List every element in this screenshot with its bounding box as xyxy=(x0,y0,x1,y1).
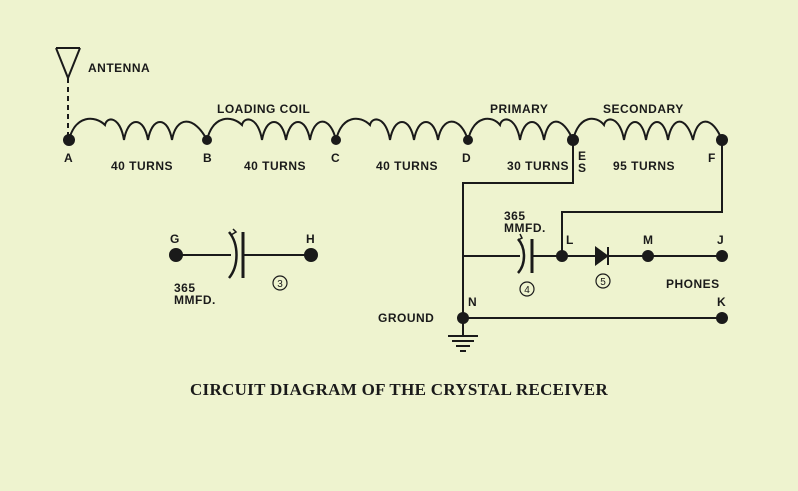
node-m-label: M xyxy=(643,233,654,247)
marker-4-circle xyxy=(519,281,535,297)
node-k-dot xyxy=(716,312,728,324)
antenna-label: ANTENNA xyxy=(88,61,150,75)
node-h-dot xyxy=(304,248,318,262)
node-n-dot xyxy=(457,312,469,324)
node-j-label: J xyxy=(717,233,724,247)
node-j-dot xyxy=(716,250,728,262)
coil-ab xyxy=(68,117,208,141)
node-c-label: C xyxy=(331,151,340,165)
loading-coil-label: LOADING COIL xyxy=(217,102,310,116)
diagram-caption: CIRCUIT DIAGRAM OF THE CRYSTAL RECEIVER xyxy=(189,380,609,399)
ground-label: GROUND xyxy=(378,311,434,325)
node-f-label: F xyxy=(708,151,716,165)
crystal-diode xyxy=(595,246,609,266)
node-f-dot xyxy=(716,134,728,146)
capacitor-3 xyxy=(227,228,245,279)
wire-f-to-l xyxy=(561,140,723,256)
marker-3-label: 3 xyxy=(277,279,283,290)
node-k-label: K xyxy=(717,295,726,309)
marker-5-circle xyxy=(595,273,611,289)
node-l-dot xyxy=(556,250,568,262)
coil-ab-turns: 40 TURNS xyxy=(111,159,173,173)
node-g-label: G xyxy=(170,232,180,246)
cap4-value: 365 xyxy=(504,209,526,223)
capacitor-4 xyxy=(517,233,534,274)
node-a-label: A xyxy=(64,151,73,165)
secondary-label: SECONDARY xyxy=(603,102,684,116)
node-a-dot xyxy=(63,134,75,146)
node-h-label: H xyxy=(306,232,315,246)
node-g-dot xyxy=(169,248,183,262)
coil-bc-turns: 40 TURNS xyxy=(244,159,306,173)
marker-5-label: 5 xyxy=(600,277,606,288)
coil-ef xyxy=(572,117,723,141)
node-b-label: B xyxy=(203,151,212,165)
antenna-symbol xyxy=(55,47,81,140)
cap3-value: 365 xyxy=(174,281,196,295)
node-d-dot xyxy=(463,135,473,145)
node-d-label: D xyxy=(462,151,471,165)
coil-de-turns: 30 TURNS xyxy=(507,159,569,173)
marker-4-label: 4 xyxy=(524,285,530,296)
node-m-dot xyxy=(642,250,654,262)
node-e-dot xyxy=(567,134,579,146)
cap3-unit: MMFD. xyxy=(174,293,216,307)
node-c-dot xyxy=(331,135,341,145)
phones-label: PHONES xyxy=(666,277,720,291)
node-e-label: E xyxy=(578,149,587,163)
coil-cd xyxy=(335,117,469,141)
coil-bc xyxy=(206,117,337,141)
node-n-label: N xyxy=(468,295,477,309)
coil-ef-turns: 95 TURNS xyxy=(613,159,675,173)
node-s-label: S xyxy=(578,161,587,175)
node-l-label: L xyxy=(566,233,574,247)
node-b-dot xyxy=(202,135,212,145)
coil-cd-turns: 40 TURNS xyxy=(376,159,438,173)
marker-3-circle xyxy=(272,275,288,291)
cap4-unit: MMFD. xyxy=(504,221,546,235)
coil-de xyxy=(467,117,574,141)
wire-e-to-n xyxy=(462,140,574,318)
primary-label: PRIMARY xyxy=(490,102,548,116)
